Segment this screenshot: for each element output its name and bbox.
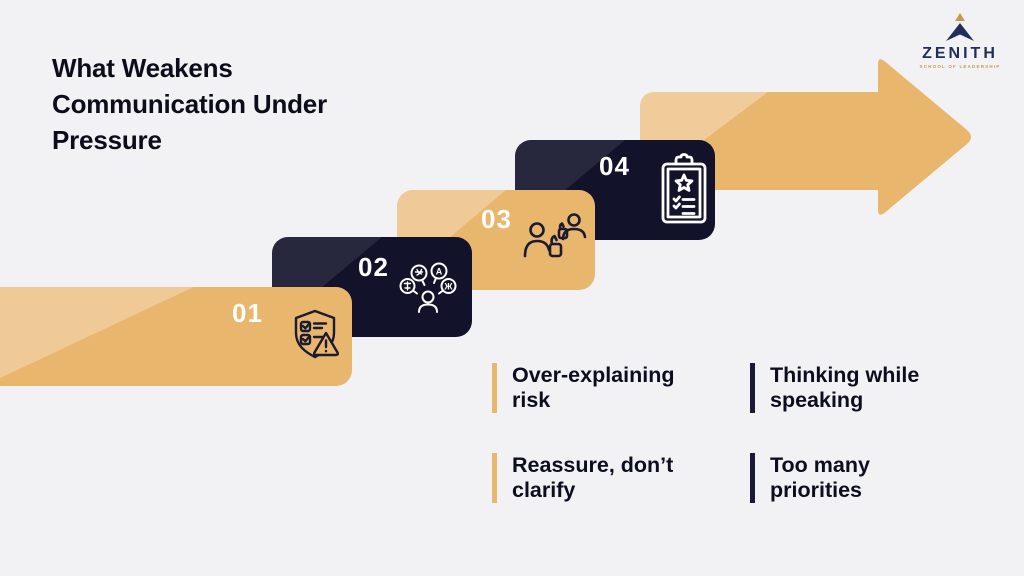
logo-tagline: SCHOOL OF LEADERSHIP — [919, 64, 1001, 69]
step-number: 04 — [599, 151, 630, 181]
shield-risk-checklist-icon — [294, 309, 340, 359]
zenith-logo: ZENITH SCHOOL OF LEADERSHIP — [912, 12, 1008, 69]
step-card-01: 01 — [0, 287, 352, 386]
zenith-mountain-icon — [946, 13, 974, 41]
language-translation-icon: A Ж — [399, 262, 457, 313]
svg-text:A: A — [436, 267, 443, 277]
people-thumbs-up-icon — [523, 213, 587, 258]
logo-name: ZENITH — [922, 45, 998, 62]
page-title: What Weakens Communication Under Pressur… — [52, 53, 327, 155]
point-reassure-dont-clarify: Reassure, don’t clarify — [492, 453, 697, 503]
point-thinking-while-speaking: Thinking while speaking — [750, 363, 955, 413]
svg-text:Ж: Ж — [443, 282, 453, 292]
step-number: 01 — [232, 298, 263, 328]
point-too-many-priorities: Too many priorities — [750, 453, 955, 503]
key-points-grid: Over-explaining risk Thinking while spea… — [492, 363, 1008, 503]
step-number: 03 — [481, 204, 512, 234]
point-over-explaining-risk: Over-explaining risk — [492, 363, 697, 413]
clipboard-star-checklist-icon — [661, 153, 707, 224]
step-number: 02 — [358, 252, 389, 282]
